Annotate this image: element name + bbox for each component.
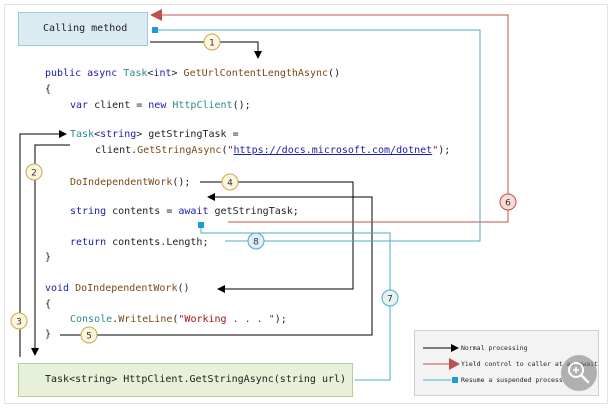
code-line-void-method: void DoIndependentWork() xyxy=(45,283,190,295)
code-keyword: int xyxy=(153,68,172,79)
legend-resume-row: Resume a suspended process xyxy=(415,373,600,387)
code-line-close-brace: } xyxy=(45,252,52,263)
code-punct: (); xyxy=(232,100,251,111)
code-punct: < xyxy=(147,68,154,79)
code-line-await: string contents = await getStringTask; xyxy=(70,206,299,218)
legend-normal-arrow-icon xyxy=(423,344,459,352)
code-keyword: public xyxy=(45,68,82,79)
code-line-method-signature: public async Task<int> GetUrlContentLeng… xyxy=(45,68,340,80)
code-type: Task xyxy=(70,129,95,140)
legend-yield-arrow-icon xyxy=(423,358,460,370)
code-method: DoIndependentWork xyxy=(70,177,173,188)
code-text: client = xyxy=(94,100,149,111)
code-keyword: var xyxy=(70,100,89,111)
code-keyword: string xyxy=(70,206,107,217)
legend-resume-square-icon xyxy=(423,377,458,383)
code-punct: < xyxy=(94,129,101,140)
legend-yield-label: Yield control to caller at an await xyxy=(461,360,598,368)
code-line-open-brace-2: { xyxy=(45,299,52,310)
code-keyword: async xyxy=(87,68,118,79)
code-method: WriteLine xyxy=(118,314,173,325)
code-line-console-writeline: Console.WriteLine("Working . . . "); xyxy=(70,314,287,326)
code-type: HttpClient xyxy=(172,100,233,111)
code-punct: > xyxy=(171,68,178,79)
code-text: client. xyxy=(95,145,138,156)
code-text: > getStringTask = xyxy=(136,129,239,140)
code-punct: () xyxy=(177,283,190,294)
code-keyword: string xyxy=(100,129,137,140)
code-type: Task xyxy=(123,68,148,79)
code-line-var-client: var client = new HttpClient(); xyxy=(70,100,251,112)
code-text: contents.Length; xyxy=(106,237,209,248)
legend-normal-row: Normal processing xyxy=(415,341,600,355)
code-type: Console xyxy=(70,314,113,325)
code-line-do-independent-work-call: DoIndependentWork(); xyxy=(70,177,190,189)
code-method: GetStringAsync xyxy=(137,145,222,156)
code-line-get-string-async: client.GetStringAsync("https://docs.micr… xyxy=(95,145,450,157)
code-punct: (); xyxy=(172,177,191,188)
legend-yield-row: Yield control to caller at an await xyxy=(415,357,600,371)
code-method: GetUrlContentLengthAsync xyxy=(183,68,329,79)
calling-method-box: Calling method xyxy=(18,12,148,46)
code-line-close-brace-2: } xyxy=(45,329,52,340)
code-string: "Working . . . " xyxy=(178,314,275,325)
code-text: contents = xyxy=(106,206,179,217)
code-keyword: return xyxy=(70,237,107,248)
code-line-task-decl: Task<string> getStringTask = xyxy=(70,129,239,141)
code-method: DoIndependentWork xyxy=(75,283,178,294)
diagram-frame xyxy=(4,4,608,404)
code-text: getStringTask; xyxy=(208,206,299,217)
code-punct: ); xyxy=(274,314,287,325)
zoom-in-icon xyxy=(568,362,590,384)
zoom-button[interactable] xyxy=(561,355,597,391)
code-keyword: await xyxy=(178,206,209,217)
legend-normal-label: Normal processing xyxy=(461,344,528,352)
code-keyword: void xyxy=(45,283,70,294)
docs-url-link[interactable]: https://docs.microsoft.com/dotnet xyxy=(233,145,433,156)
code-punct: () xyxy=(328,68,341,79)
code-keyword: new xyxy=(148,100,167,111)
code-line-return: return contents.Length; xyxy=(70,237,208,249)
code-punct: ); xyxy=(438,145,451,156)
http-client-box: Task<string> HttpClient.GetStringAsync(s… xyxy=(18,363,353,397)
legend-resume-label: Resume a suspended process xyxy=(461,376,563,384)
code-line-open-brace: { xyxy=(45,84,52,95)
